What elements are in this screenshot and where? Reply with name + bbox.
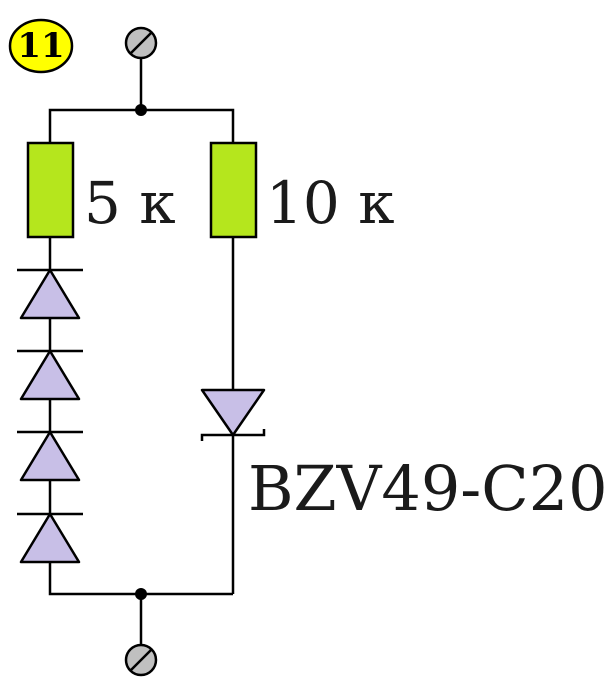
zener-label: BZV49-C20	[248, 452, 608, 525]
resistor-right	[209, 141, 258, 239]
top-terminal	[124, 26, 158, 60]
circuit-diagram	[8, 18, 266, 677]
number-badge	[8, 18, 74, 74]
junction-bottom	[135, 588, 147, 600]
resistor-right-label: 10 к	[266, 169, 395, 237]
diode-4	[17, 480, 83, 564]
badge-number: 11	[17, 26, 65, 66]
zener-diode	[200, 388, 266, 441]
junction-top	[135, 104, 147, 116]
diode-2	[17, 318, 83, 401]
diode-3	[17, 399, 83, 482]
bottom-terminal	[124, 643, 158, 677]
resistor-left	[26, 141, 75, 239]
diode-1	[17, 268, 83, 320]
resistor-left-label: 5 к	[84, 169, 176, 237]
